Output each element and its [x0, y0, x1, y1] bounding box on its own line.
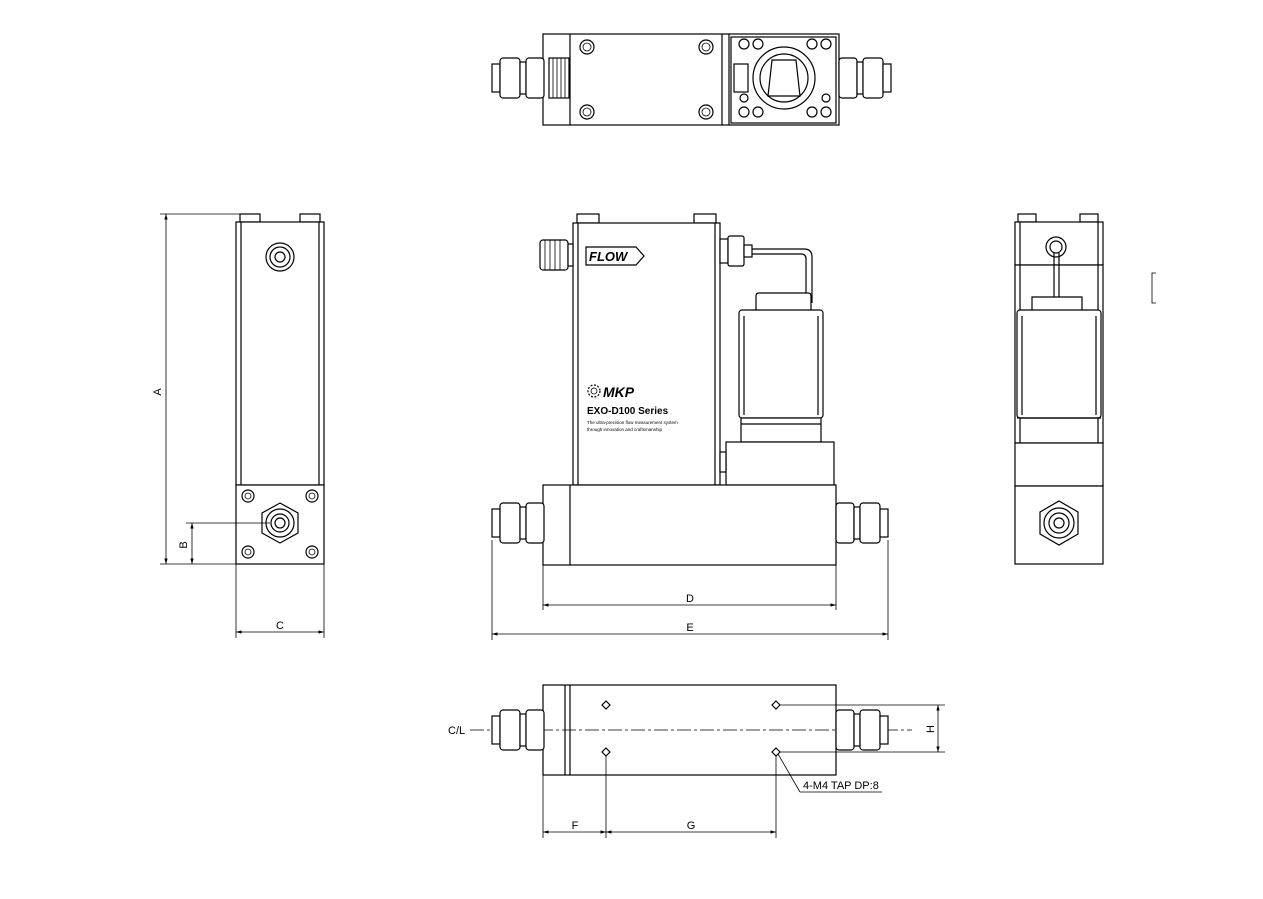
port-fitting: [1039, 500, 1079, 546]
centerline-label: C/L: [448, 725, 465, 737]
svg-text:C: C: [276, 620, 284, 632]
svg-text:G: G: [687, 820, 696, 832]
right-side-view: [1014, 213, 1104, 565]
svg-text:B: B: [178, 541, 190, 548]
dim-e: E: [491, 540, 889, 640]
left-fitting-top: [491, 57, 545, 99]
brand-name: MKP: [603, 384, 635, 400]
tap-hole: [601, 700, 611, 710]
left-side-view: [235, 213, 325, 565]
svg-text:E: E: [686, 622, 693, 634]
tagline-line-1: The ultra-precision flow measurement sys…: [587, 420, 678, 425]
valve-actuator: [719, 292, 835, 486]
right-fitting-front: [835, 502, 889, 544]
screw-corners: [241, 489, 319, 559]
right-fitting-top: [838, 57, 892, 99]
screw: [579, 104, 595, 120]
svg-text:A: A: [152, 388, 164, 396]
base-block: [542, 484, 837, 566]
screw: [698, 39, 714, 55]
dim-b: B: [178, 522, 270, 564]
svg-text:FLOW: FLOW: [589, 249, 629, 264]
cable-gland: [265, 242, 295, 272]
partial-dim-mark: [1151, 272, 1156, 304]
dim-a: A: [152, 213, 240, 565]
dim-c: C: [235, 564, 325, 638]
left-fitting-bottom: [491, 709, 545, 751]
flow-label: FLOW: [585, 246, 645, 266]
screw-cluster: [738, 38, 832, 118]
tap-hole: [771, 700, 781, 710]
series-name: EXO-D100 Series: [587, 406, 669, 417]
valve-knob: [767, 59, 801, 97]
left-fitting-front: [491, 502, 545, 544]
front-view: FLOW MKP EXO-D100 Series The ultra-preci…: [491, 213, 889, 566]
brand-logo-icon: [587, 384, 601, 398]
svg-text:H: H: [925, 725, 937, 733]
svg-text:4-M4 TAP DP:8: 4-M4 TAP DP:8: [803, 780, 879, 792]
bottom-view: [470, 684, 912, 776]
right-fitting-bottom: [835, 709, 889, 751]
svg-text:D: D: [686, 593, 694, 605]
top-view: [491, 33, 892, 126]
tap-callout: 4-M4 TAP DP:8: [777, 753, 882, 793]
dim-d: D: [542, 565, 837, 610]
connector: [539, 239, 574, 271]
svg-text:F: F: [572, 820, 579, 832]
dim-f-g: F G: [542, 756, 777, 838]
dim-h: H: [780, 704, 945, 753]
tagline-line-2: through innovation and craftsmanship: [587, 427, 663, 432]
screw: [698, 104, 714, 120]
screw: [579, 39, 595, 55]
